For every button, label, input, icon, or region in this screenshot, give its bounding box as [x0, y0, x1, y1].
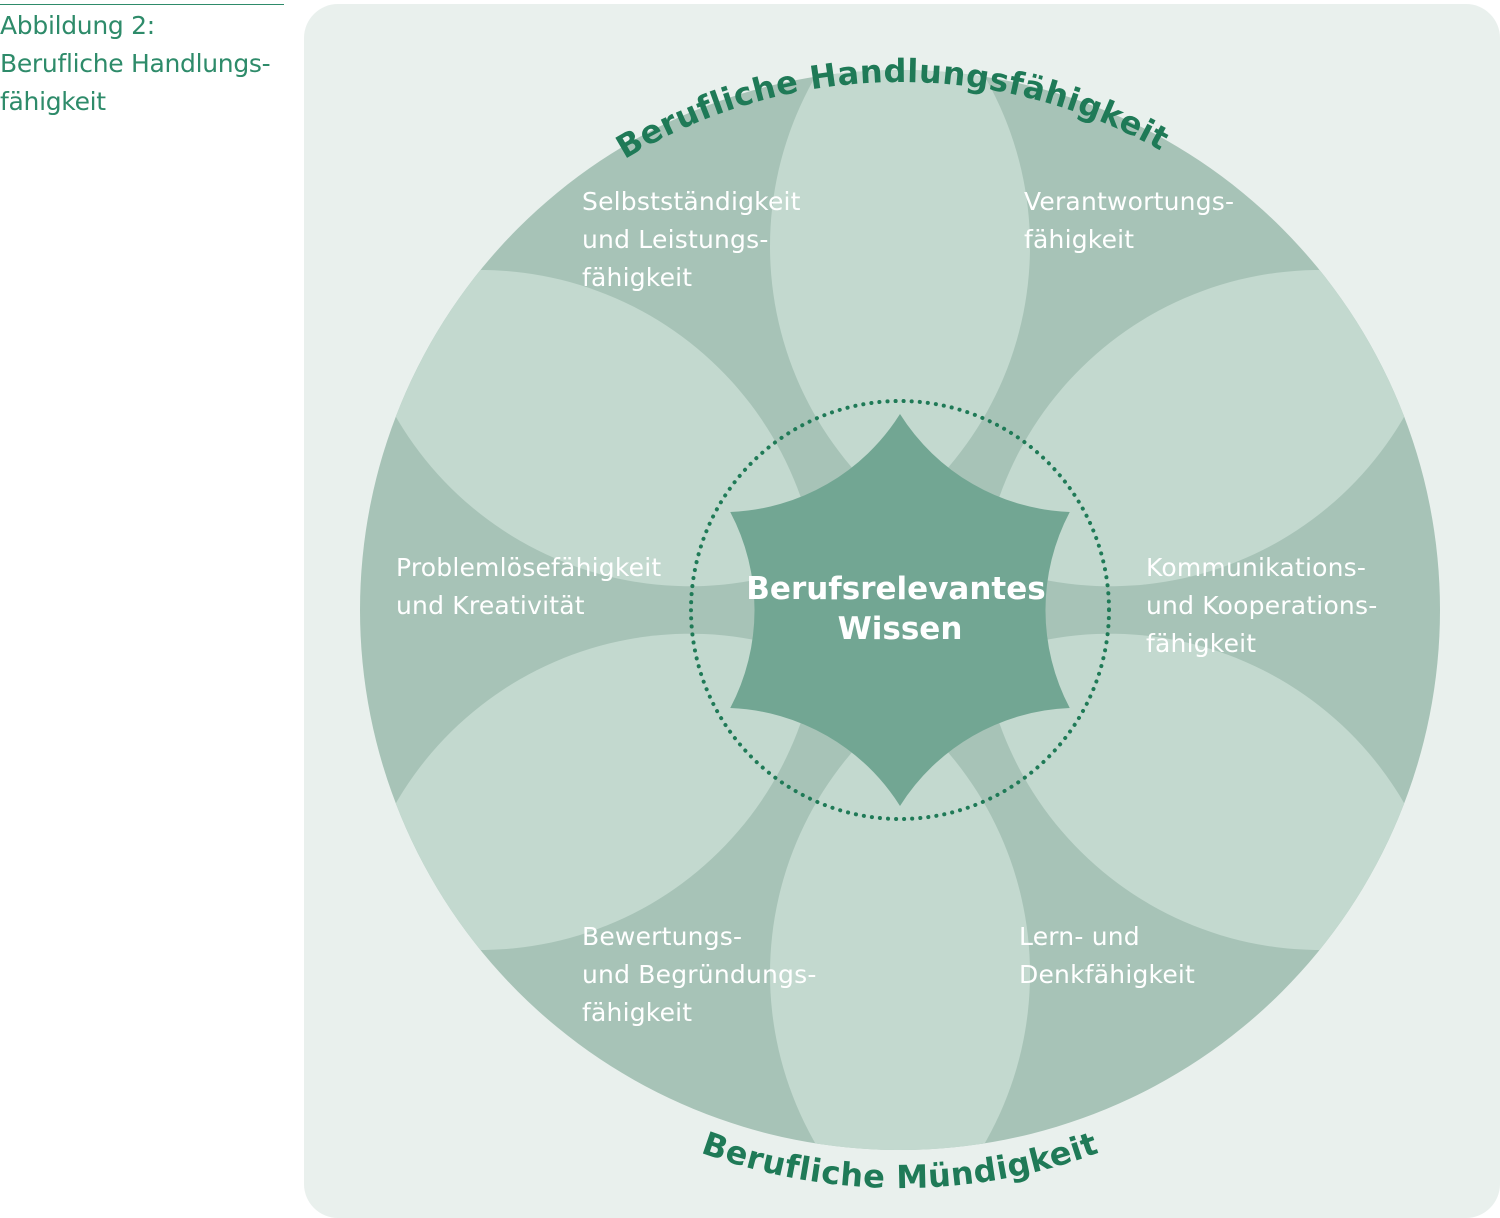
center-label-line-1: Berufsrelevantes [746, 571, 1045, 607]
segment-label-verantwortung: Verantwortungs-fähigkeit [1024, 187, 1234, 254]
lens-overlap [360, 633, 817, 950]
segment-label-kommunikation: Kommunikations-und Kooperations-fähigkei… [1146, 553, 1377, 658]
segment-labels: Selbstständigkeit und Leistungs-fähigkeit… [396, 187, 1377, 1027]
lens-overlap [983, 270, 1440, 587]
lens-overlap [770, 70, 1030, 514]
segment-label-line: Problemlösefähigkeit [396, 553, 661, 582]
segment-label-problemloesung: Problemlösefähigkeit und Kreativität [396, 553, 661, 620]
segment-label-line: und Leistungs- [582, 225, 769, 254]
center-label-line-2: Wissen [838, 611, 963, 647]
dotted-knowledge-ring [689, 399, 1111, 821]
lens-overlap [983, 633, 1440, 950]
segment-label-line: Bewertungs- [582, 922, 742, 951]
lens-overlaps [360, 70, 1440, 1150]
segment-label-line: Lern- und [1019, 922, 1140, 951]
segment-label-line: fähigkeit [1024, 225, 1134, 254]
segment-label-line: Verantwortungs- [1024, 187, 1234, 216]
segment-label-line: und Kreativität [396, 591, 585, 620]
segment-label-line: fähigkeit [582, 263, 692, 292]
center-knowledge-shape [730, 414, 1070, 806]
segment-label-line: und Kooperations- [1146, 591, 1377, 620]
lens-overlap [770, 706, 1030, 1150]
segment-label-selbststaendigkeit: Selbstständigkeit und Leistungs-fähigkeit [582, 187, 801, 292]
caption-label: Abbildung 2: [0, 11, 155, 40]
segment-label-line: Kommunikations- [1146, 553, 1366, 582]
caption-rule [0, 4, 284, 5]
segment-label-line: Denkfähigkeit [1019, 960, 1195, 989]
caption-title-line-1: Berufliche Handlungs- [0, 49, 271, 78]
caption-title-line-2: fähigkeit [0, 87, 106, 116]
segment-label-line: und Begründungs- [582, 960, 817, 989]
figure-caption: Abbildung 2: Berufliche Handlungs- fähig… [0, 0, 284, 121]
lens-overlap [360, 270, 817, 587]
segment-label-line: fähigkeit [1146, 629, 1256, 658]
segment-label-line: Selbstständigkeit [582, 187, 801, 216]
segment-label-bewertung: Bewertungs-und Begründungs-fähigkeit [582, 922, 817, 1027]
segment-label-line: fähigkeit [582, 998, 692, 1027]
